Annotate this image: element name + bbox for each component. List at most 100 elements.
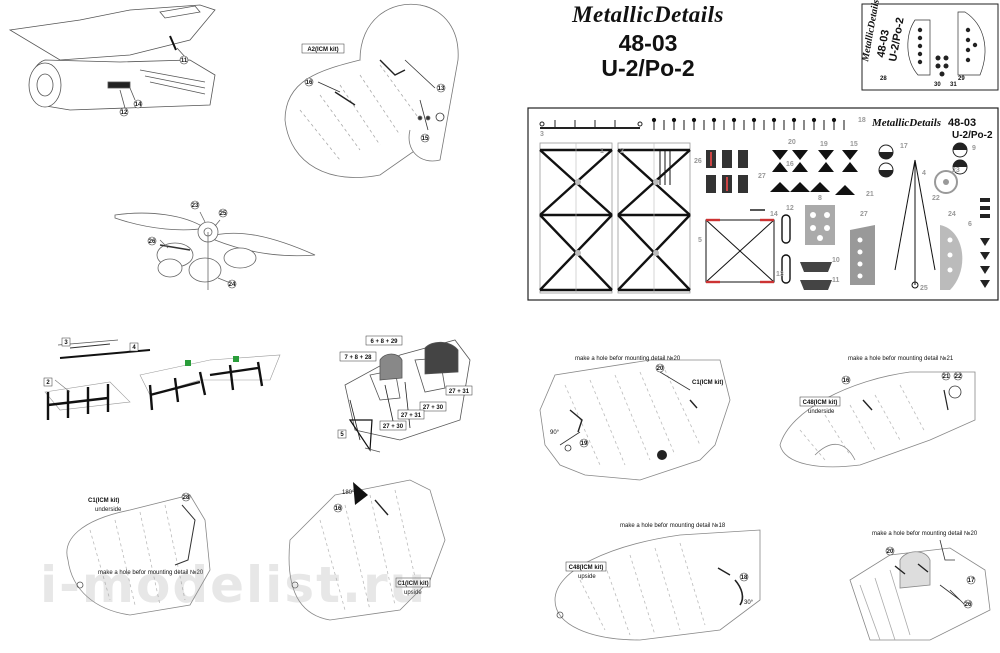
fret-part-4 [894,159,936,289]
fret-triangles [770,150,858,195]
fret-number: 4 [922,170,926,177]
part-number: 22 [955,374,962,380]
kit-part-label: A2(ICM kit) [307,47,338,53]
mini-fret-number: 29 [958,76,965,82]
fret-right-column [980,198,990,288]
cabane-struts-drawing [44,339,281,420]
combo-label: 27 + 30 [383,424,404,430]
side-label: upside [404,590,422,596]
watermark: i-modelist.ru [40,556,428,614]
part-number: 23 [192,203,199,209]
cockpit-labels: 6 + 8 + 29 7 + 8 + 28 27 + 31 27 + 30 27… [337,335,473,439]
part-number: 14 [135,102,142,108]
fret-number: 23 [952,167,960,174]
mini-fret-number: 28 [880,76,887,82]
instruction-note: make a hole befor mounting detail №18 [620,522,726,529]
mini-fret-number: 31 [950,82,957,88]
part-number: 17 [968,578,975,584]
fret-frames [539,142,691,294]
fret-model: U-2/Po-2 [952,130,993,141]
fret-number: 12 [786,205,794,212]
fret-number: 26 [694,158,702,165]
cockpit-detail-drawing [849,539,991,641]
cabane-part-labels: 3 4 2 [43,337,139,387]
part-number: 13 [438,86,445,92]
instruction-note: make a hole befor mounting detail №20 [575,355,681,362]
fret-half-panels [850,225,963,290]
fret-number: 20 [788,139,796,146]
part-number: 21 [943,374,950,380]
part-number: 11 [181,58,188,64]
wing-c1-underside-drawing [66,494,211,616]
part-number: 2 [46,380,50,386]
fret-number: 17 [900,143,908,150]
kit-part-label: C48(ICM kit) [569,565,604,571]
wing-c1-upper-drawing [539,359,731,481]
wing-c1-underside-labels: C1(ICM kit) underside 28 make a hole bef… [88,492,204,576]
fret-part-9 [878,142,968,178]
fret-number: 13 [776,271,784,278]
part-number: 3 [64,340,68,346]
kit-part-label: C1(ICM kit) [692,380,723,386]
engine-propeller-drawing [114,211,316,290]
engine-part-labels: 23 25 26 24 [147,200,237,289]
fret-part-5 [705,218,775,284]
combo-label: 27 + 30 [423,405,444,411]
part-number: 15 [422,136,429,142]
wing-c1-upper-labels: make a hole befor mounting detail №20 20… [550,355,723,448]
part-number: 24 [229,282,236,288]
instruction-note: make a hole befor mounting detail №21 [848,355,954,362]
fret-number: 11 [832,277,840,284]
wing-c1-upside-labels: 180° 16 C1(ICM kit) upside [333,490,431,596]
fret-number: 27 [860,211,868,218]
mini-fret: MetallicDetails 48-03 U-2/Po-2 28 30 31 … [860,0,999,91]
part-number: 4 [132,345,136,351]
fret-part-23 [934,170,958,194]
kit-part-label: C48(ICM kit) [803,400,838,406]
fret-number: 10 [832,257,840,264]
part-number: 20 [657,366,664,372]
part-number: 19 [581,441,588,447]
combo-label: 27 + 31 [401,413,422,419]
fret-number: 3 [540,131,544,138]
angle-label: 30° [744,600,754,606]
part-number: 5 [340,432,344,438]
instruction-note: make a hole befor mounting detail №20 [872,530,978,537]
mini-fret-number: 30 [934,82,941,88]
wing-a2-drawing [284,3,459,178]
wing-c48-upside-labels: make a hole befor mounting detail №18 C4… [565,522,754,606]
cockpit-detail-labels: make a hole befor mounting detail №20 20… [872,530,978,609]
fret-rods [750,209,791,284]
side-label: underside [95,507,122,513]
cockpit-drawing [344,339,471,453]
fret-small-parts [651,117,845,130]
side-label: underside [808,409,835,415]
fret-number: 15 [850,141,858,148]
fret-number: 25 [920,285,928,292]
combo-label: 6 + 8 + 29 [370,339,398,345]
fret-number: 9 [972,145,976,152]
fret-number: 22 [932,195,940,202]
fret-number: 1 [600,148,604,155]
part-number: 26 [149,239,156,245]
part-number: 18 [741,575,748,581]
fret-number: 24 [948,211,956,218]
wing-c48-underside-labels: make a hole befor mounting detail №21 16… [799,355,963,415]
fret-number: 7 [870,269,874,276]
fret-number: 16 [786,161,794,168]
fret-logo: MetallicDetails [871,117,941,129]
wing-a2-labels: A2(ICM kit) 16 13 15 [301,43,446,143]
combo-label: 27 + 31 [449,389,470,395]
angle-label: 90° [550,430,560,436]
part-number: 16 [843,378,850,384]
part-number: 12 [121,110,128,116]
part-number: 26 [965,602,972,608]
fret-number: 2 [620,148,624,155]
pe-fret: 3 18 MetallicDetails 48-03 U-2/Po-2 [527,107,999,301]
product-code: 48-03 [618,30,678,56]
title-block: MetallicDetails 48-03 U-2/Po-2 [548,2,748,82]
instruction-note: make a hole befor mounting detail №20 [98,569,204,576]
part-number: 28 [183,495,190,501]
kit-part-label: C1(ICM kit) [88,498,119,504]
